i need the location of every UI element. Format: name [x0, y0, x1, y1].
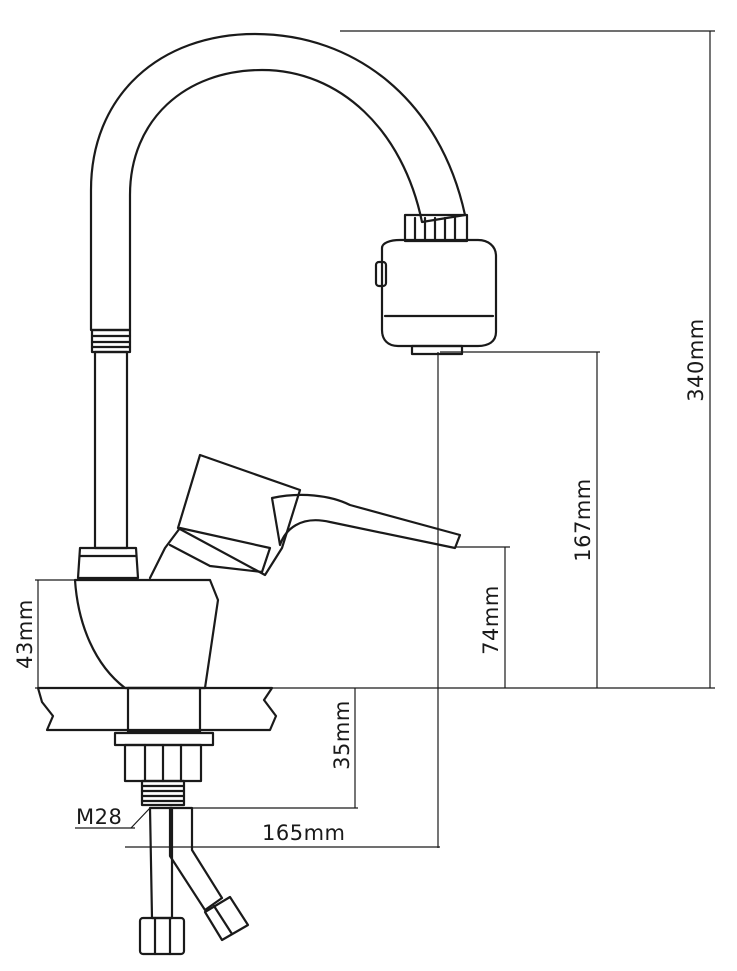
- dim-thread: M28: [76, 805, 122, 829]
- dim-spout-height: 167mm: [571, 478, 595, 562]
- dim-reach: 165mm: [262, 821, 346, 845]
- gooseneck-spout: [76, 32, 467, 580]
- faucet-body: [73, 453, 462, 690]
- dim-total-height: 340mm: [684, 318, 708, 402]
- spray-head: [374, 213, 498, 356]
- countertop: [36, 686, 278, 732]
- dim-lever-height: 74mm: [479, 585, 503, 655]
- supply-hoses: [138, 806, 250, 956]
- dim-body-height: 43mm: [13, 599, 37, 669]
- dim-mount-depth: 35mm: [330, 700, 354, 770]
- mounting-nut: [113, 686, 215, 807]
